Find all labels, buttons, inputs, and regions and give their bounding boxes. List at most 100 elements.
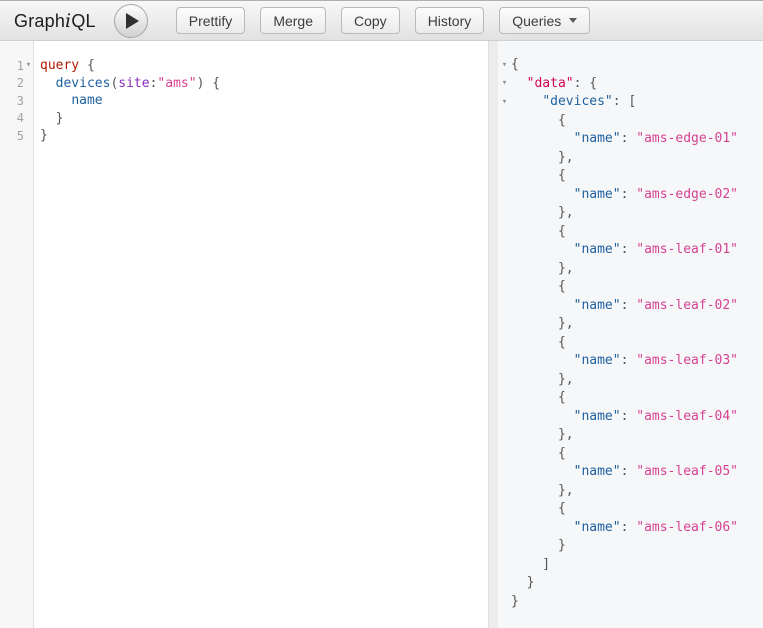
token-punct: ] xyxy=(511,556,551,572)
code-line: { xyxy=(511,167,738,186)
token-punct: : xyxy=(620,186,637,202)
result-gutter-row xyxy=(498,371,511,390)
result-gutter-row xyxy=(498,593,511,612)
code-line: { xyxy=(511,56,738,75)
token-attribute: site xyxy=(118,75,150,91)
token-punct: : xyxy=(620,353,637,368)
code-line[interactable]: devices(site:"ams") { xyxy=(40,75,220,93)
token-punct: { xyxy=(511,390,566,405)
code-line: }, xyxy=(511,149,738,168)
result-gutter-row xyxy=(498,408,511,427)
token-punct: : [ xyxy=(612,94,637,109)
token-property: devices xyxy=(55,75,111,91)
token-punct: } xyxy=(511,575,535,590)
fold-arrow-icon[interactable]: ▾ xyxy=(501,59,508,70)
token-property: "name" xyxy=(573,519,621,535)
token-string: "ams-leaf-04" xyxy=(636,408,738,424)
code-line: { xyxy=(511,223,738,242)
token-punct: { xyxy=(79,58,95,73)
code-line[interactable]: } xyxy=(40,127,220,145)
code-line: }, xyxy=(511,482,738,501)
token-punct: { xyxy=(511,168,566,183)
result-gutter-row xyxy=(498,463,511,482)
toolbar-dropdown-wrap: Queries xyxy=(499,7,591,34)
token-punct: : xyxy=(620,408,637,424)
result-gutter-row xyxy=(498,149,511,168)
code-line: "name": "ams-leaf-02" xyxy=(511,297,738,316)
gutter-row: 2 xyxy=(0,75,33,93)
code-line: "name": "ams-leaf-06" xyxy=(511,519,738,538)
copy-button[interactable]: Copy xyxy=(341,7,400,34)
result-gutter-row xyxy=(498,426,511,445)
token-punct: : xyxy=(620,464,637,479)
logo-italic-i: i xyxy=(65,9,72,32)
gutter-row: 1▾ xyxy=(0,57,33,75)
result-gutter-row xyxy=(498,204,511,223)
result-gutter-row xyxy=(498,574,511,593)
code-line[interactable]: query { xyxy=(40,57,220,75)
result-gutter-row xyxy=(498,334,511,353)
result-gutter-row xyxy=(498,556,511,575)
code-line: } xyxy=(511,537,738,556)
code-line: { xyxy=(511,389,738,408)
code-line: } xyxy=(511,574,738,593)
prettify-button[interactable]: Prettify xyxy=(175,7,246,34)
line-number: 5 xyxy=(16,128,24,143)
code-line: }, xyxy=(511,315,738,334)
result-gutter-row xyxy=(498,500,511,519)
token-punct: : xyxy=(620,297,637,313)
token-punct: { xyxy=(511,112,566,128)
result-gutter-row xyxy=(498,223,511,242)
token-string: "ams-leaf-01" xyxy=(636,242,738,257)
token-punct: : { xyxy=(573,75,598,91)
token-punct xyxy=(511,409,574,424)
token-punct: }, xyxy=(511,482,574,498)
fold-arrow-icon[interactable]: ▾ xyxy=(501,96,508,107)
result-gutter-row xyxy=(498,167,511,186)
query-editor-code[interactable]: query { devices(site:"ams") { name }} xyxy=(34,41,220,628)
code-line: { xyxy=(511,445,738,464)
token-punct: ) { xyxy=(196,75,221,91)
logo-text: QL xyxy=(71,10,96,31)
merge-button[interactable]: Merge xyxy=(260,7,326,34)
result-gutter-row xyxy=(498,315,511,334)
token-punct: { xyxy=(511,223,566,239)
queries-dropdown[interactable]: Queries xyxy=(499,7,591,34)
code-line: { xyxy=(511,112,738,131)
queries-dropdown-label: Queries xyxy=(512,12,562,29)
token-property: "name" xyxy=(573,464,621,479)
code-line: "name": "ams-leaf-04" xyxy=(511,408,738,427)
result-gutter-row xyxy=(498,112,511,131)
result-gutter-row xyxy=(498,241,511,260)
code-line: }, xyxy=(511,204,738,223)
token-punct: }, xyxy=(511,149,574,165)
token-punct: : xyxy=(620,519,637,535)
code-line: ] xyxy=(511,556,738,575)
fold-arrow-icon[interactable]: ▾ xyxy=(25,60,32,71)
token-punct xyxy=(511,353,574,368)
result-gutter-row xyxy=(498,186,511,205)
token-punct: { xyxy=(511,57,519,72)
token-string: "ams-leaf-05" xyxy=(636,464,738,479)
token-punct xyxy=(40,76,56,91)
fold-arrow-icon[interactable]: ▾ xyxy=(501,78,508,89)
toolbar-buttons: Prettify Merge Copy History xyxy=(175,7,485,34)
result-gutter-row xyxy=(498,482,511,501)
code-line[interactable]: } xyxy=(40,110,220,128)
code-line[interactable]: name xyxy=(40,92,220,110)
token-punct: { xyxy=(511,279,566,294)
result-gutter-row xyxy=(498,537,511,556)
token-punct xyxy=(511,464,574,479)
execute-button[interactable] xyxy=(113,3,148,38)
code-line: "name": "ams-leaf-05" xyxy=(511,463,738,482)
result-gutter-row xyxy=(498,519,511,538)
token-punct: : xyxy=(620,131,637,146)
pane-divider[interactable] xyxy=(488,41,498,628)
history-button[interactable]: History xyxy=(414,7,485,34)
token-property: "name" xyxy=(573,353,621,368)
play-icon xyxy=(126,12,140,29)
token-property: "name" xyxy=(573,131,621,146)
